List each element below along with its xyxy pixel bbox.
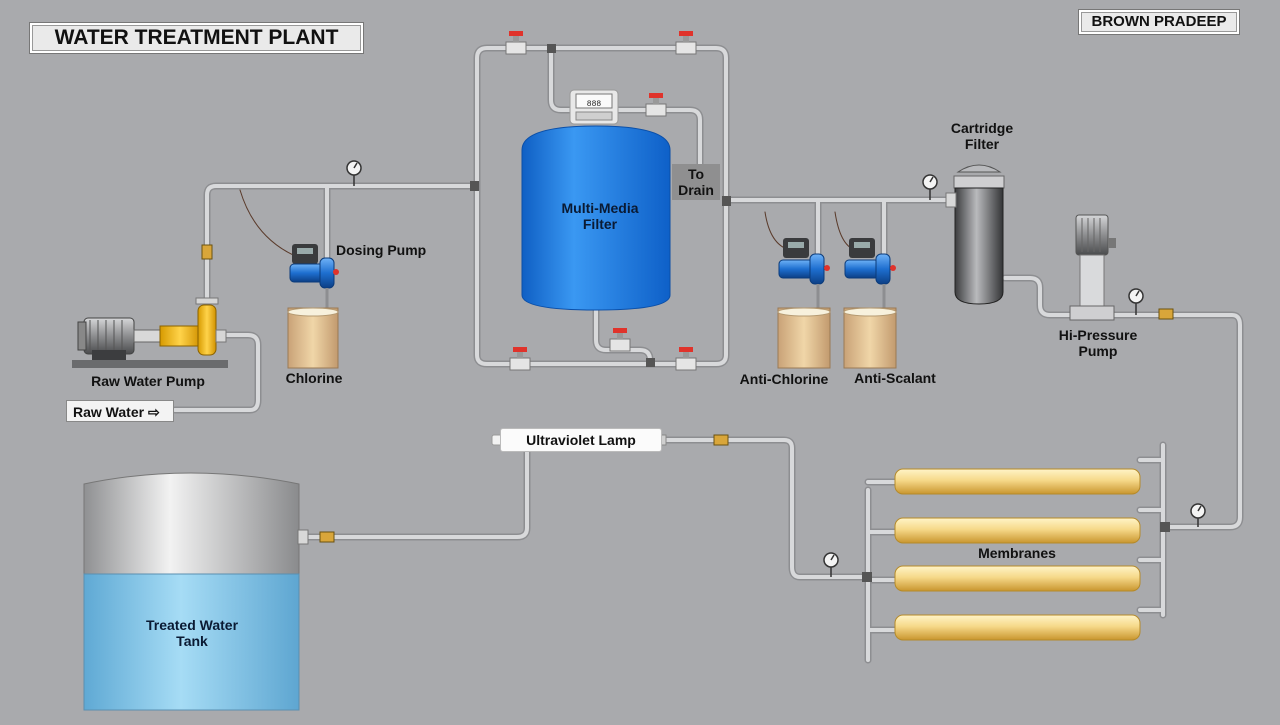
anti-chlorine-dosing-pump (778, 238, 830, 312)
membrane-tube (894, 517, 1141, 544)
valve-icon (609, 328, 631, 352)
membrane-tube (894, 565, 1141, 592)
author-badge: BROWN PRADEEP (1078, 9, 1240, 35)
flow-meters (201, 244, 1174, 543)
controller-display: 888 (587, 100, 602, 109)
pressure-gauge-icon (1190, 503, 1206, 527)
cartridge-filter-label-line2: Filter (964, 136, 1000, 152)
anti-scalant-tank (843, 307, 897, 369)
membrane-tube (894, 614, 1141, 641)
chlorine-tank (287, 307, 339, 369)
pressure-gauge-icon (823, 552, 839, 577)
dosing-pump-label: Dosing Pump (336, 242, 427, 258)
valve-icon (675, 347, 697, 371)
raw-water-inlet: Raw Water ⇨ (66, 400, 174, 422)
anti-scalant-label: Anti-Scalant (854, 370, 936, 386)
hi-pressure-pump-label: Hi-Pressure Pump (1059, 327, 1138, 359)
valve-icon (675, 31, 697, 55)
to-drain-label-line2: Drain (678, 182, 714, 198)
cartridge-filter-label-line1: Cartridge (950, 120, 1014, 136)
valve-icon (505, 31, 527, 55)
ultraviolet-lamp-label: Ultraviolet Lamp (500, 428, 662, 452)
multi-media-filter-label-line2: Filter (582, 216, 618, 232)
anti-chlorine-tank (777, 307, 831, 369)
valves (505, 31, 697, 371)
page-title: WATER TREATMENT PLANT (29, 22, 364, 54)
anti-chlorine-label: Anti-Chlorine (739, 371, 829, 387)
membranes-label: Membranes (978, 545, 1056, 561)
to-drain-label-line1: To (687, 166, 705, 182)
raw-water-pump (72, 297, 228, 368)
valve-icon (509, 347, 531, 371)
multi-media-filter-label-line1: Multi-Media (561, 200, 639, 216)
to-drain-outlet: To Drain (672, 164, 720, 200)
chlorine-dosing-pump (289, 244, 339, 312)
treated-water-tank (83, 472, 309, 711)
membranes (894, 468, 1141, 641)
hi-pressure-pump-label-line2: Pump (1078, 343, 1118, 359)
treated-water-tank-label-line2: Tank (176, 633, 208, 649)
chlorine-label: Chlorine (285, 370, 343, 386)
pressure-gauge-icon (1128, 288, 1144, 315)
gauges (346, 160, 1206, 577)
membrane-tube (894, 468, 1141, 495)
cartridge-filter-label: Cartridge Filter (951, 120, 1013, 152)
cartridge-filter (945, 164, 1005, 305)
multi-media-filter-label: Multi-Media Filter (562, 200, 639, 232)
controller: 888 (569, 89, 619, 125)
treated-water-tank-label-line1: Treated Water (145, 617, 239, 633)
treated-water-tank-label: Treated Water Tank (146, 617, 238, 649)
anti-scalant-dosing-pump (844, 238, 896, 312)
arrow-right-icon: ⇨ (147, 404, 160, 420)
pressure-gauge-icon (922, 174, 938, 200)
valve-icon (645, 93, 667, 117)
multi-media-filter (521, 125, 671, 311)
raw-water-label: Raw Water (73, 404, 145, 420)
raw-water-pump-label: Raw Water Pump (91, 373, 205, 389)
hi-pressure-pump-label-line1: Hi-Pressure (1058, 327, 1138, 343)
hi-pressure-pump (1069, 214, 1116, 321)
pressure-gauge-icon (346, 160, 362, 186)
